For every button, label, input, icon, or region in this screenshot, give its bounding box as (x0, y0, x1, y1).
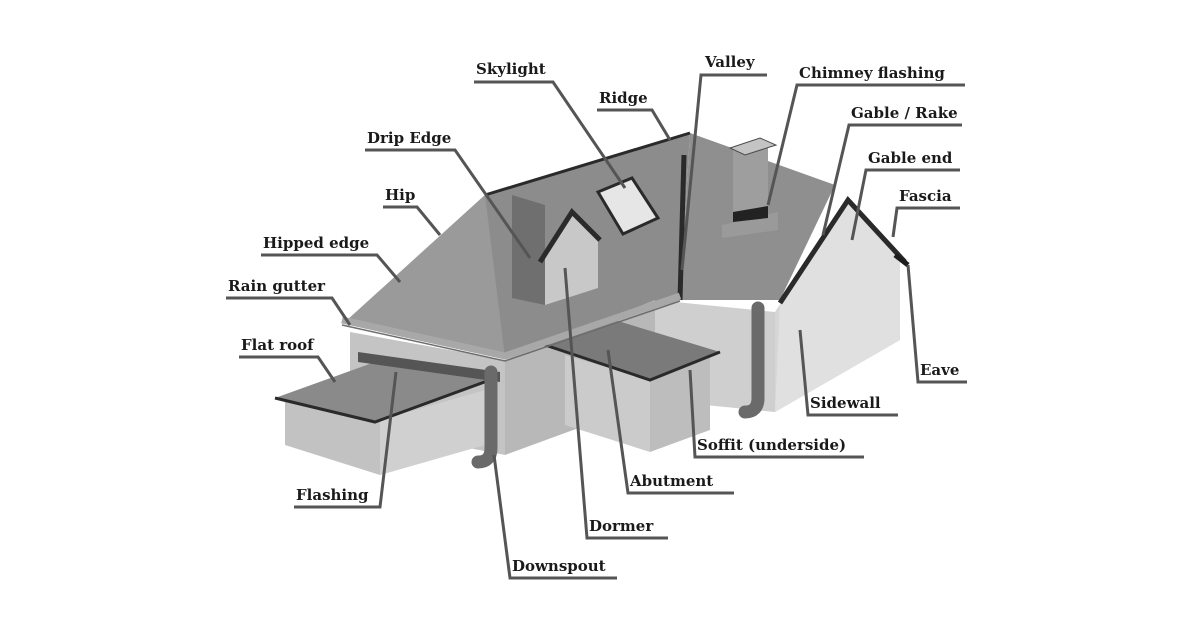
leader-drip-edge (365, 148, 532, 259)
leader-valley (680, 73, 767, 271)
leader-flat-roof (239, 355, 337, 383)
chimney-flashing-base (722, 212, 778, 238)
leader-chimney-flashing (766, 83, 965, 206)
ridge-line (484, 131, 691, 197)
leader-gable-rake (821, 123, 962, 236)
lower-wing-front-wall (565, 355, 650, 452)
label-rain-gutter: Rain gutter (228, 277, 326, 295)
label-gable-end: Gable end (868, 149, 953, 167)
flat-roof-edge (274, 378, 491, 424)
leader-soffit (688, 369, 864, 459)
lower-roof-surface (545, 318, 720, 380)
leader-skylight (474, 80, 627, 189)
chimney-stack (733, 143, 768, 220)
leader-hip (383, 205, 442, 236)
label-fascia: Fascia (899, 187, 952, 205)
leader-downspout (492, 454, 617, 580)
label-dormer: Dormer (589, 517, 654, 535)
label-chimney-flashing: Chimney flashing (799, 64, 945, 82)
downspout-right (738, 301, 765, 419)
label-downspout: Downspout (512, 557, 606, 575)
eave-edge (893, 253, 910, 267)
label-eave: Eave (920, 361, 960, 379)
leader-abutment (606, 349, 734, 495)
chimney-cap (728, 137, 778, 156)
dormer-cheek (512, 195, 545, 305)
gable-end-wall (775, 200, 900, 412)
rain-gutter (341, 292, 682, 360)
label-gable-rake: Gable / Rake (851, 104, 958, 122)
label-abutment: Abutment (630, 472, 714, 490)
label-sidewall: Sidewall (810, 394, 881, 412)
label-skylight: Skylight (476, 60, 546, 78)
label-soffit: Soffit (underside) (697, 436, 847, 454)
main-roof-left-hip (345, 195, 505, 358)
flat-roof-surface (275, 362, 490, 422)
leader-ridge (597, 108, 672, 141)
label-ridge: Ridge (599, 89, 648, 107)
flashing-strip (358, 352, 500, 382)
leader-dormer (563, 267, 668, 540)
leader-hipped-edge (261, 253, 402, 283)
leader-flashing (294, 371, 398, 509)
leader-fascia (891, 206, 960, 238)
label-hipped-edge: Hipped edge (263, 234, 370, 252)
dormer-roof-edge (537, 208, 602, 264)
leader-rain-gutter (226, 296, 352, 326)
rain-gutter-outline (341, 300, 681, 362)
leader-sidewall (798, 329, 898, 417)
lower-wing-side-wall (650, 355, 710, 452)
lower-roof-edge (544, 343, 721, 382)
label-flat-roof: Flat roof (241, 336, 314, 354)
leader-eave (906, 264, 967, 384)
label-flashing: Flashing (296, 486, 369, 504)
chimney-band (733, 206, 768, 222)
leader-lines (226, 73, 967, 580)
gable-rake-edge (777, 195, 907, 305)
leader-gable-end (850, 168, 960, 241)
flat-roof-annex-side (380, 390, 485, 475)
downspout-left (471, 365, 498, 469)
label-valley: Valley (705, 53, 755, 71)
label-drip-edge: Drip Edge (367, 129, 452, 147)
valley-line (677, 154, 687, 301)
label-hip: Hip (385, 186, 416, 204)
